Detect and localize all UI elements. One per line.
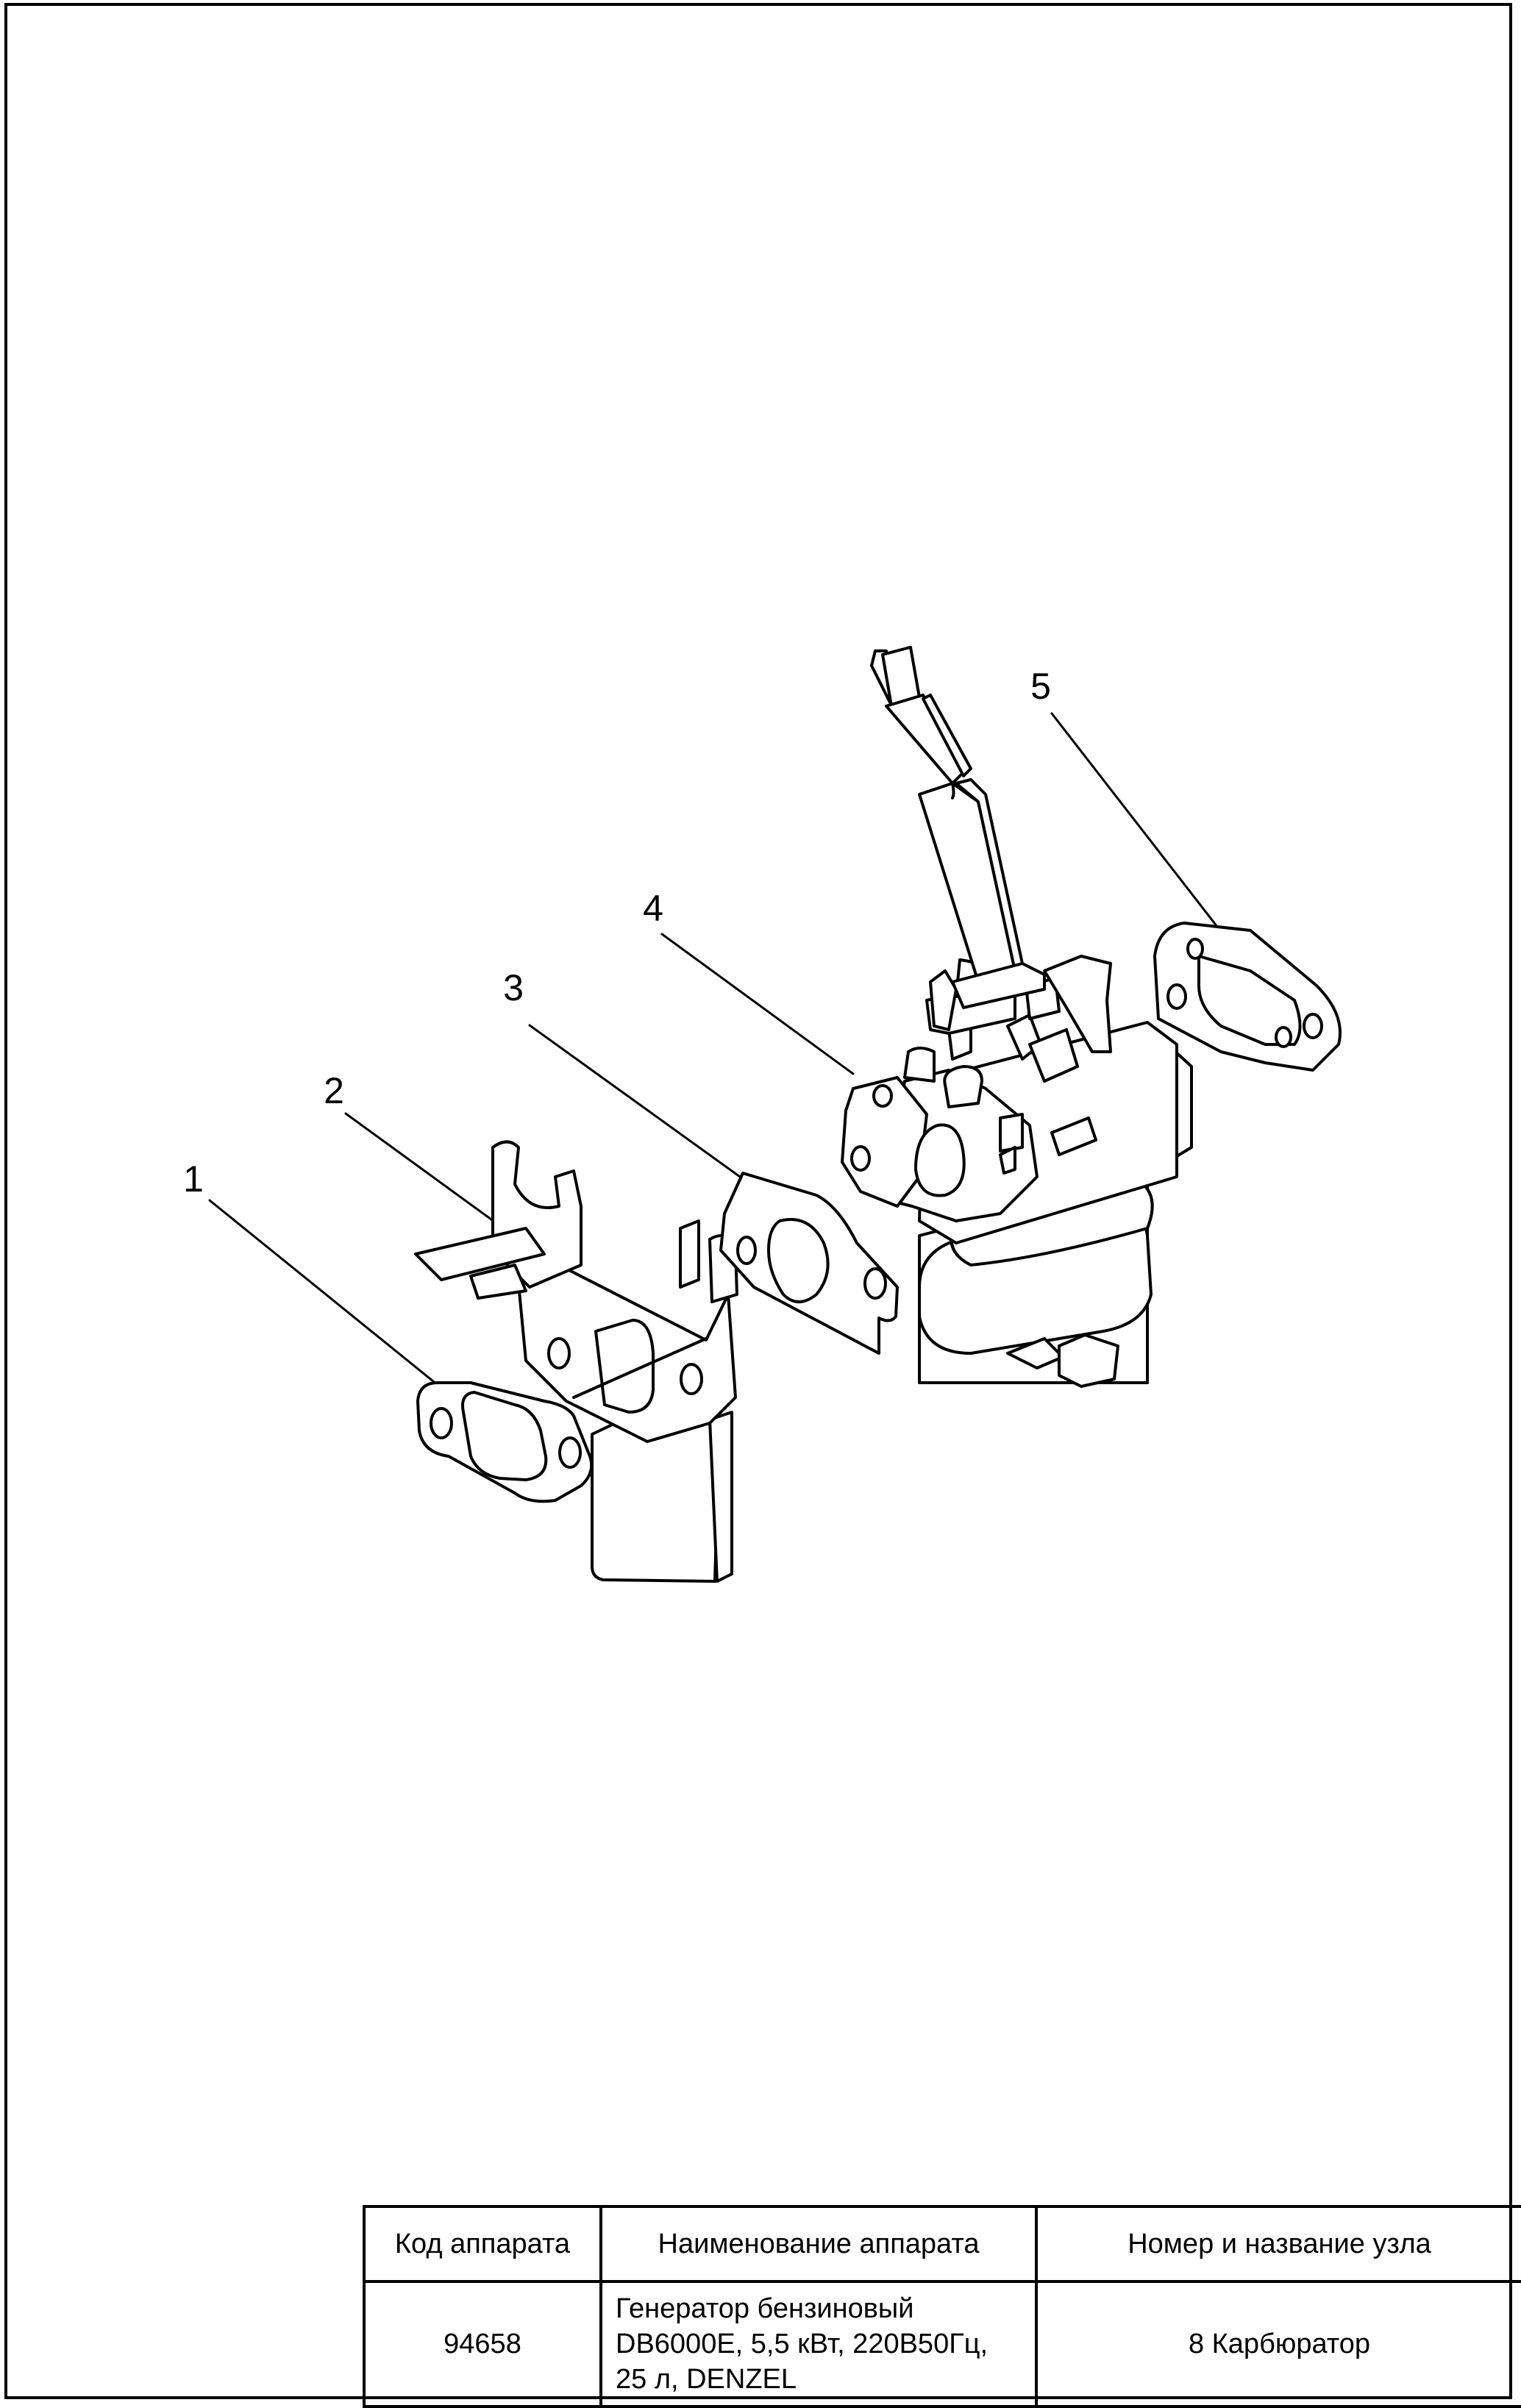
device-code: 94658 [363, 2280, 602, 2408]
choke-lever [870, 646, 1046, 1009]
callout-1: 1 [183, 1158, 204, 1200]
callout-4: 4 [643, 888, 663, 929]
device-name-line-2: DB6000E, 5,5 кВт, 220В50Гц, [616, 2329, 989, 2359]
title-block-header-row: Код аппарата Наименование аппарата Номер… [363, 2205, 1521, 2283]
callout-5: 5 [1030, 666, 1051, 707]
part-5-gasket [1153, 922, 1342, 1072]
device-name: Генератор бензиновый DB6000E, 5,5 кВт, 2… [599, 2280, 1038, 2408]
part-1-gasket [416, 1381, 594, 1503]
part-3-gasket [719, 1172, 899, 1355]
part-4-carburetor [841, 955, 1193, 1388]
device-name-line-1: Генератор бензиновый [616, 2293, 914, 2324]
header-code: Код аппарата [363, 2205, 602, 2283]
device-name-line-3: 25 л, DENZEL [616, 2364, 797, 2395]
title-block-data-row: 94658 Генератор бензиновый DB6000E, 5,5 … [363, 2280, 1521, 2408]
part-2-bracket [414, 1140, 738, 1583]
title-block: Код аппарата Наименование аппарата Номер… [363, 2205, 1521, 2408]
assembly-name: 8 Карбюратор [1035, 2280, 1521, 2408]
header-assembly: Номер и название узла [1035, 2205, 1521, 2283]
header-name: Наименование аппарата [599, 2205, 1038, 2283]
callout-3: 3 [503, 967, 524, 1008]
callout-2: 2 [324, 1070, 344, 1111]
